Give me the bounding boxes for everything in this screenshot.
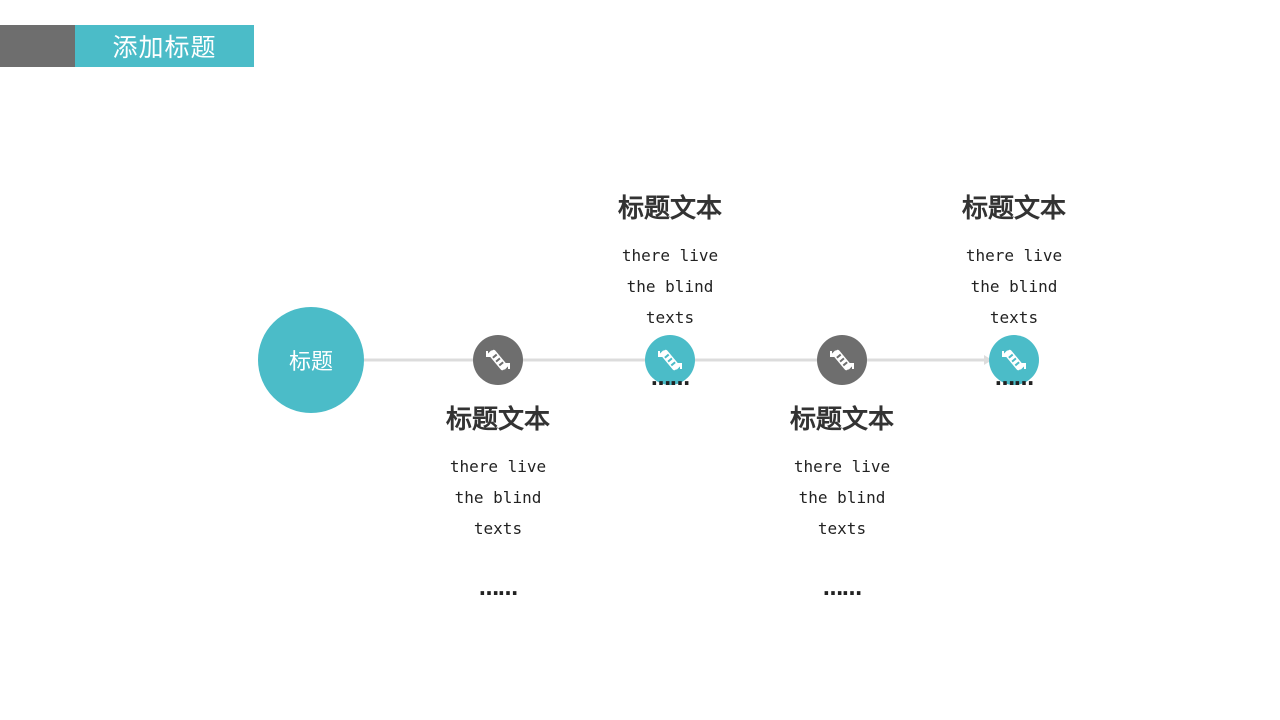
header-title-bar: 添加标题 xyxy=(75,25,254,67)
satellite-icon xyxy=(1002,349,1026,371)
item-ellipsis: …… xyxy=(995,366,1034,390)
item-title: 标题文本 xyxy=(961,194,1066,224)
item-description: there live the blind texts xyxy=(621,246,719,327)
item-title: 标题文本 xyxy=(445,405,550,435)
item-ellipsis: …… xyxy=(651,366,690,390)
item-title: 标题文本 xyxy=(617,194,722,224)
item-ellipsis: …… xyxy=(823,576,862,600)
item-description: there live the blind texts xyxy=(449,457,547,538)
timeline-node-1 xyxy=(473,335,523,385)
timeline-item-2: 标题文本 there live the blind texts xyxy=(570,194,770,333)
timeline-node-4 xyxy=(989,335,1039,385)
center-node: 标题 xyxy=(258,307,364,413)
satellite-icon xyxy=(486,349,510,371)
item-title: 标题文本 xyxy=(789,405,894,435)
item-description: there live the blind texts xyxy=(965,246,1063,327)
item-ellipsis: …… xyxy=(479,576,518,600)
timeline-node-2 xyxy=(645,335,695,385)
timeline-item-3: 标题文本 there live the blind texts xyxy=(742,405,942,544)
timeline-item-1: 标题文本 there live the blind texts xyxy=(398,405,598,544)
timeline-arrowhead xyxy=(984,355,992,365)
page-title: 添加标题 xyxy=(112,33,217,62)
item-description: there live the blind texts xyxy=(793,457,891,538)
satellite-icon xyxy=(830,349,854,371)
timeline-item-4: 标题文本 there live the blind texts xyxy=(914,194,1114,333)
header-accent-block xyxy=(0,25,75,67)
timeline-node-3 xyxy=(817,335,867,385)
center-node-label: 标题 xyxy=(288,350,333,375)
satellite-icon xyxy=(658,349,682,371)
